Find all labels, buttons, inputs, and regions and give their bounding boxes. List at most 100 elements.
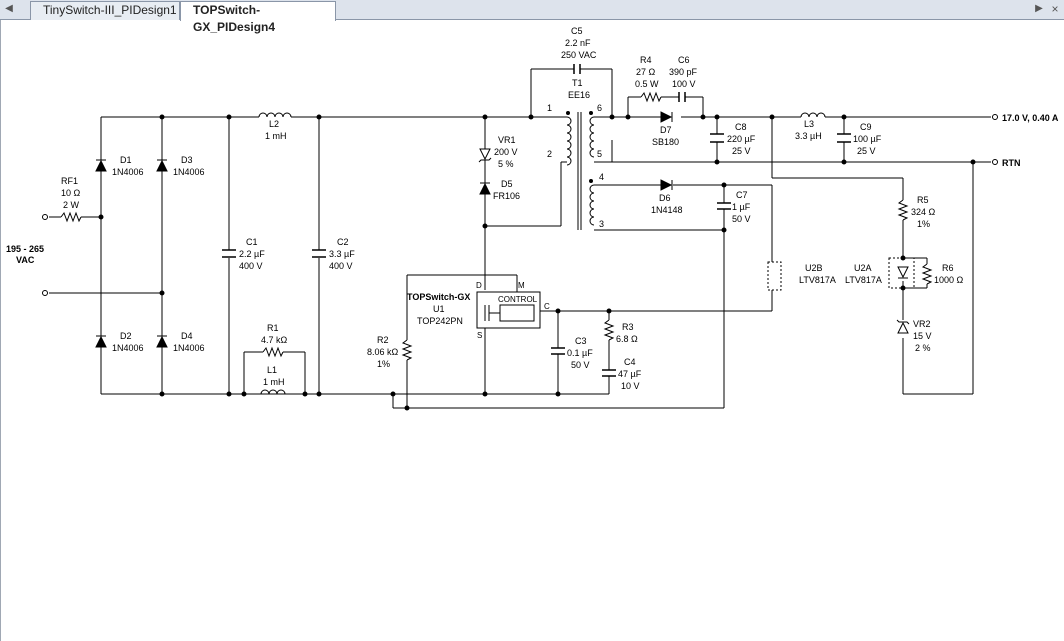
t1-pin-4: 4	[599, 172, 604, 182]
c1-rating: 400 V	[239, 261, 263, 271]
scroll-right-icon[interactable]: ▶	[1035, 3, 1043, 14]
d4-part: 1N4006	[173, 343, 205, 353]
u2b-ref: U2B	[805, 263, 823, 273]
vr2-tolerance: 2 %	[915, 343, 931, 353]
u2a-part: LTV817A	[845, 275, 882, 285]
rf1-rating: 2 W	[63, 200, 80, 210]
c2-rating: 400 V	[329, 261, 353, 271]
u1-pin-s: S	[477, 331, 482, 340]
schematic-sheet: 195 - 265 VAC 17.0 V, 0.40 A RTN RF1 10 …	[0, 20, 1064, 641]
c9-value: 100 µF	[853, 134, 882, 144]
c7-ref: C7	[736, 190, 748, 200]
r3-value: 6.8 Ω	[616, 334, 638, 344]
rf1-ref: RF1	[61, 176, 78, 186]
c6-value: 390 pF	[669, 67, 698, 77]
t1-core: EE16	[568, 90, 590, 100]
vr2-value: 15 V	[913, 331, 932, 341]
c3-rating: 50 V	[571, 360, 590, 370]
u1-pin-d: D	[476, 281, 482, 290]
d7-ref: D7	[660, 125, 672, 135]
r4-rating: 0.5 W	[635, 79, 659, 89]
c2-value: 3.3 µF	[329, 249, 355, 259]
c9-rating: 25 V	[857, 146, 876, 156]
d2-ref: D2	[120, 331, 132, 341]
c4-rating: 10 V	[621, 381, 640, 391]
output-rating-label: 17.0 V, 0.40 A	[1002, 113, 1059, 123]
d1-part: 1N4006	[112, 167, 144, 177]
u2b-part: LTV817A	[799, 275, 836, 285]
c5-rating: 250 VAC	[561, 50, 597, 60]
vr2-ref: VR2	[913, 319, 931, 329]
r5-tolerance: 1%	[917, 219, 930, 229]
c4-value: 47 µF	[618, 369, 642, 379]
d6-part: 1N4148	[651, 205, 683, 215]
r5-value: 324 Ω	[911, 207, 936, 217]
r2-ref: R2	[377, 335, 389, 345]
d3-ref: D3	[181, 155, 193, 165]
vr1-value: 200 V	[494, 147, 518, 157]
c7-rating: 50 V	[732, 214, 751, 224]
c7-value: 1 µF	[732, 202, 751, 212]
l1-value: 1 mH	[263, 377, 285, 387]
u1-part: TOP242PN	[417, 316, 463, 326]
t1-pin-3: 3	[599, 219, 604, 229]
c8-value: 220 µF	[727, 134, 756, 144]
tab-tinyswitch-design[interactable]: TinySwitch-III_PIDesign1	[30, 1, 180, 20]
vr1-ref: VR1	[498, 135, 516, 145]
r4-ref: R4	[640, 55, 652, 65]
d4-ref: D4	[181, 331, 193, 341]
t1-pin-1: 1	[547, 103, 552, 113]
u1-ref: U1	[433, 304, 445, 314]
input-voltage-unit: VAC	[16, 255, 35, 265]
scroll-left-icon[interactable]: ◀	[5, 3, 13, 14]
input-voltage-label: 195 - 265	[6, 244, 44, 254]
c8-ref: C8	[735, 122, 747, 132]
c4-ref: C4	[624, 357, 636, 367]
d5-part: FR106	[493, 191, 520, 201]
u1-control-block: CONTROL	[498, 295, 538, 304]
d3-part: 1N4006	[173, 167, 205, 177]
c6-ref: C6	[678, 55, 690, 65]
c6-rating: 100 V	[672, 79, 696, 89]
t1-ref: T1	[572, 78, 583, 88]
tab-topswitch-design[interactable]: TOPSwitch-GX_PIDesign4	[180, 1, 336, 34]
r6-value: 1000 Ω	[934, 275, 964, 285]
rtn-label: RTN	[1002, 158, 1021, 168]
r3-ref: R3	[622, 322, 634, 332]
u1-family: TOPSwitch-GX	[407, 292, 470, 302]
c5-ref: C5	[571, 26, 583, 36]
r2-value: 8.06 kΩ	[367, 347, 399, 357]
u2a-ref: U2A	[854, 263, 872, 273]
u1-pin-c: C	[544, 302, 550, 311]
t1-pin-5: 5	[597, 149, 602, 159]
l2-value: 1 mH	[265, 131, 287, 141]
c2-ref: C2	[337, 237, 349, 247]
c1-value: 2.2 µF	[239, 249, 265, 259]
l1-ref: L1	[267, 365, 277, 375]
d7-part: SB180	[652, 137, 679, 147]
r5-ref: R5	[917, 195, 929, 205]
r1-ref: R1	[267, 323, 279, 333]
l2-ref: L2	[269, 119, 279, 129]
d1-ref: D1	[120, 155, 132, 165]
rf1-value: 10 Ω	[61, 188, 81, 198]
l3-ref: L3	[804, 119, 814, 129]
u1-pin-m: M	[518, 281, 525, 290]
r1-value: 4.7 kΩ	[261, 335, 288, 345]
document-tab-bar: ◀ TinySwitch-III_PIDesign1 TOPSwitch-GX_…	[0, 0, 1064, 34]
t1-pin-6: 6	[597, 103, 602, 113]
vr1-tolerance: 5 %	[498, 159, 514, 169]
t1-pin-2: 2	[547, 149, 552, 159]
r2-tolerance: 1%	[377, 359, 390, 369]
c5-value: 2.2 nF	[565, 38, 591, 48]
d6-ref: D6	[659, 193, 671, 203]
c8-rating: 25 V	[732, 146, 751, 156]
close-icon[interactable]: ×	[1051, 2, 1059, 16]
c3-value: 0.1 µF	[567, 348, 593, 358]
l3-value: 3.3 µH	[795, 131, 822, 141]
c3-ref: C3	[575, 336, 587, 346]
c9-ref: C9	[860, 122, 872, 132]
d5-ref: D5	[501, 179, 513, 189]
schematic-diagram: 195 - 265 VAC 17.0 V, 0.40 A RTN RF1 10 …	[6, 26, 1059, 411]
r4-value: 27 Ω	[636, 67, 656, 77]
